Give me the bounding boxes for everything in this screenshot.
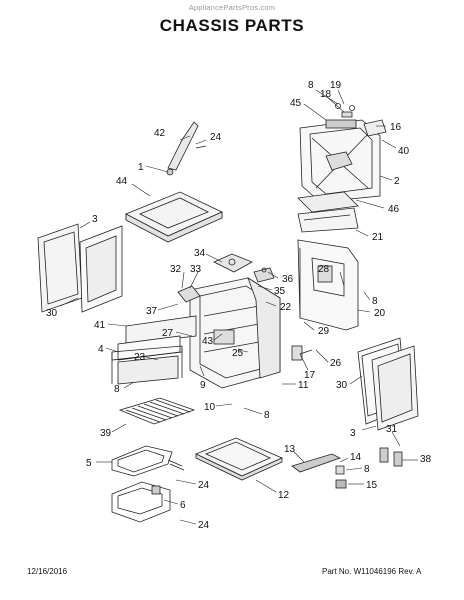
callout-24-top: 24 — [210, 132, 222, 143]
callout-8: 8 — [308, 80, 314, 91]
callout-21: 21 — [372, 232, 384, 243]
callout-41: 41 — [94, 320, 106, 331]
callout-15: 15 — [366, 480, 378, 491]
callout-39: 39 — [100, 428, 112, 439]
callout-6: 6 — [180, 500, 186, 511]
callout-27: 27 — [162, 328, 174, 339]
callout-3-left: 3 — [92, 214, 98, 225]
drawer-pan-drawing — [195, 437, 283, 481]
top-duct-drawing — [177, 253, 275, 303]
callout-13: 13 — [284, 444, 296, 455]
callout-8-left: 8 — [114, 384, 120, 395]
callout-29: 29 — [318, 326, 330, 337]
callout-30-right: 30 — [336, 380, 348, 391]
callout-37: 37 — [146, 306, 158, 317]
callout-24-bottom: 24 — [198, 520, 210, 531]
callout-labels: 8 19 18 45 16 40 2 46 21 42 24 1 44 3 30… — [46, 80, 432, 531]
callout-31: 31 — [386, 424, 398, 435]
top-brackets-drawing — [325, 103, 387, 137]
footer-date: 12/16/2016 — [27, 567, 68, 576]
callout-30-left: 30 — [46, 308, 58, 319]
callout-14: 14 — [350, 452, 362, 463]
callout-1: 1 — [138, 162, 144, 173]
callout-16: 16 — [390, 122, 402, 133]
callout-8-rail: 8 — [364, 464, 370, 475]
callout-33: 33 — [190, 264, 202, 275]
footer-part-number: Part No. W11046196 Rev. A — [322, 567, 422, 576]
bake-element-drawing — [111, 445, 185, 477]
callout-2: 2 — [394, 176, 400, 187]
front-frame-drawing — [111, 315, 197, 385]
leader-lines — [59, 89, 418, 525]
callout-11: 11 — [298, 380, 309, 391]
callout-36: 36 — [282, 274, 294, 285]
broil-element-drawing — [111, 481, 171, 523]
left-side-panel-drawing — [37, 223, 123, 313]
callout-23: 23 — [134, 352, 146, 363]
callout-24-lower: 24 — [198, 480, 210, 491]
callout-20: 20 — [374, 308, 386, 319]
callout-12: 12 — [278, 490, 290, 501]
oven-rack-drawing — [118, 397, 196, 425]
callout-9: 9 — [200, 380, 206, 391]
callout-10: 10 — [204, 402, 216, 413]
callout-45: 45 — [290, 98, 302, 109]
callout-19: 19 — [330, 80, 342, 91]
callout-35: 35 — [274, 286, 286, 297]
right-side-panel-drawing — [357, 337, 419, 431]
callout-44: 44 — [116, 176, 128, 187]
callout-17: 17 — [304, 370, 316, 381]
callout-43: 43 — [202, 336, 214, 347]
rail-drawing — [291, 453, 347, 489]
callout-42: 42 — [154, 128, 166, 139]
callout-3-right: 3 — [350, 428, 356, 439]
rear-panel-drawing — [299, 119, 381, 203]
rear-frame-drawing — [297, 239, 359, 331]
callout-4: 4 — [98, 344, 104, 355]
leveling-legs-drawing — [379, 447, 403, 467]
callout-34: 34 — [194, 248, 206, 259]
callout-18: 18 — [320, 89, 332, 100]
callout-5: 5 — [86, 458, 92, 469]
callout-8-rear: 8 — [372, 296, 378, 307]
cooktop-frame-drawing — [125, 191, 223, 243]
page-title: CHASSIS PARTS — [159, 16, 305, 35]
callout-32: 32 — [170, 264, 182, 275]
vent-and-trim-drawing — [297, 191, 359, 233]
callout-38: 38 — [420, 454, 432, 465]
callout-8-mid: 8 — [264, 410, 270, 421]
watermark-text: AppliancePartsPros.com — [188, 3, 276, 12]
callout-25: 25 — [232, 348, 244, 359]
callout-40: 40 — [398, 146, 410, 157]
callout-46: 46 — [388, 204, 400, 215]
callout-28: 28 — [318, 264, 330, 275]
hinge-drawing — [291, 345, 313, 361]
callout-26: 26 — [330, 358, 342, 369]
bracket-drawing — [166, 121, 207, 176]
callout-22: 22 — [280, 302, 292, 313]
oven-cavity-drawing — [189, 277, 281, 389]
